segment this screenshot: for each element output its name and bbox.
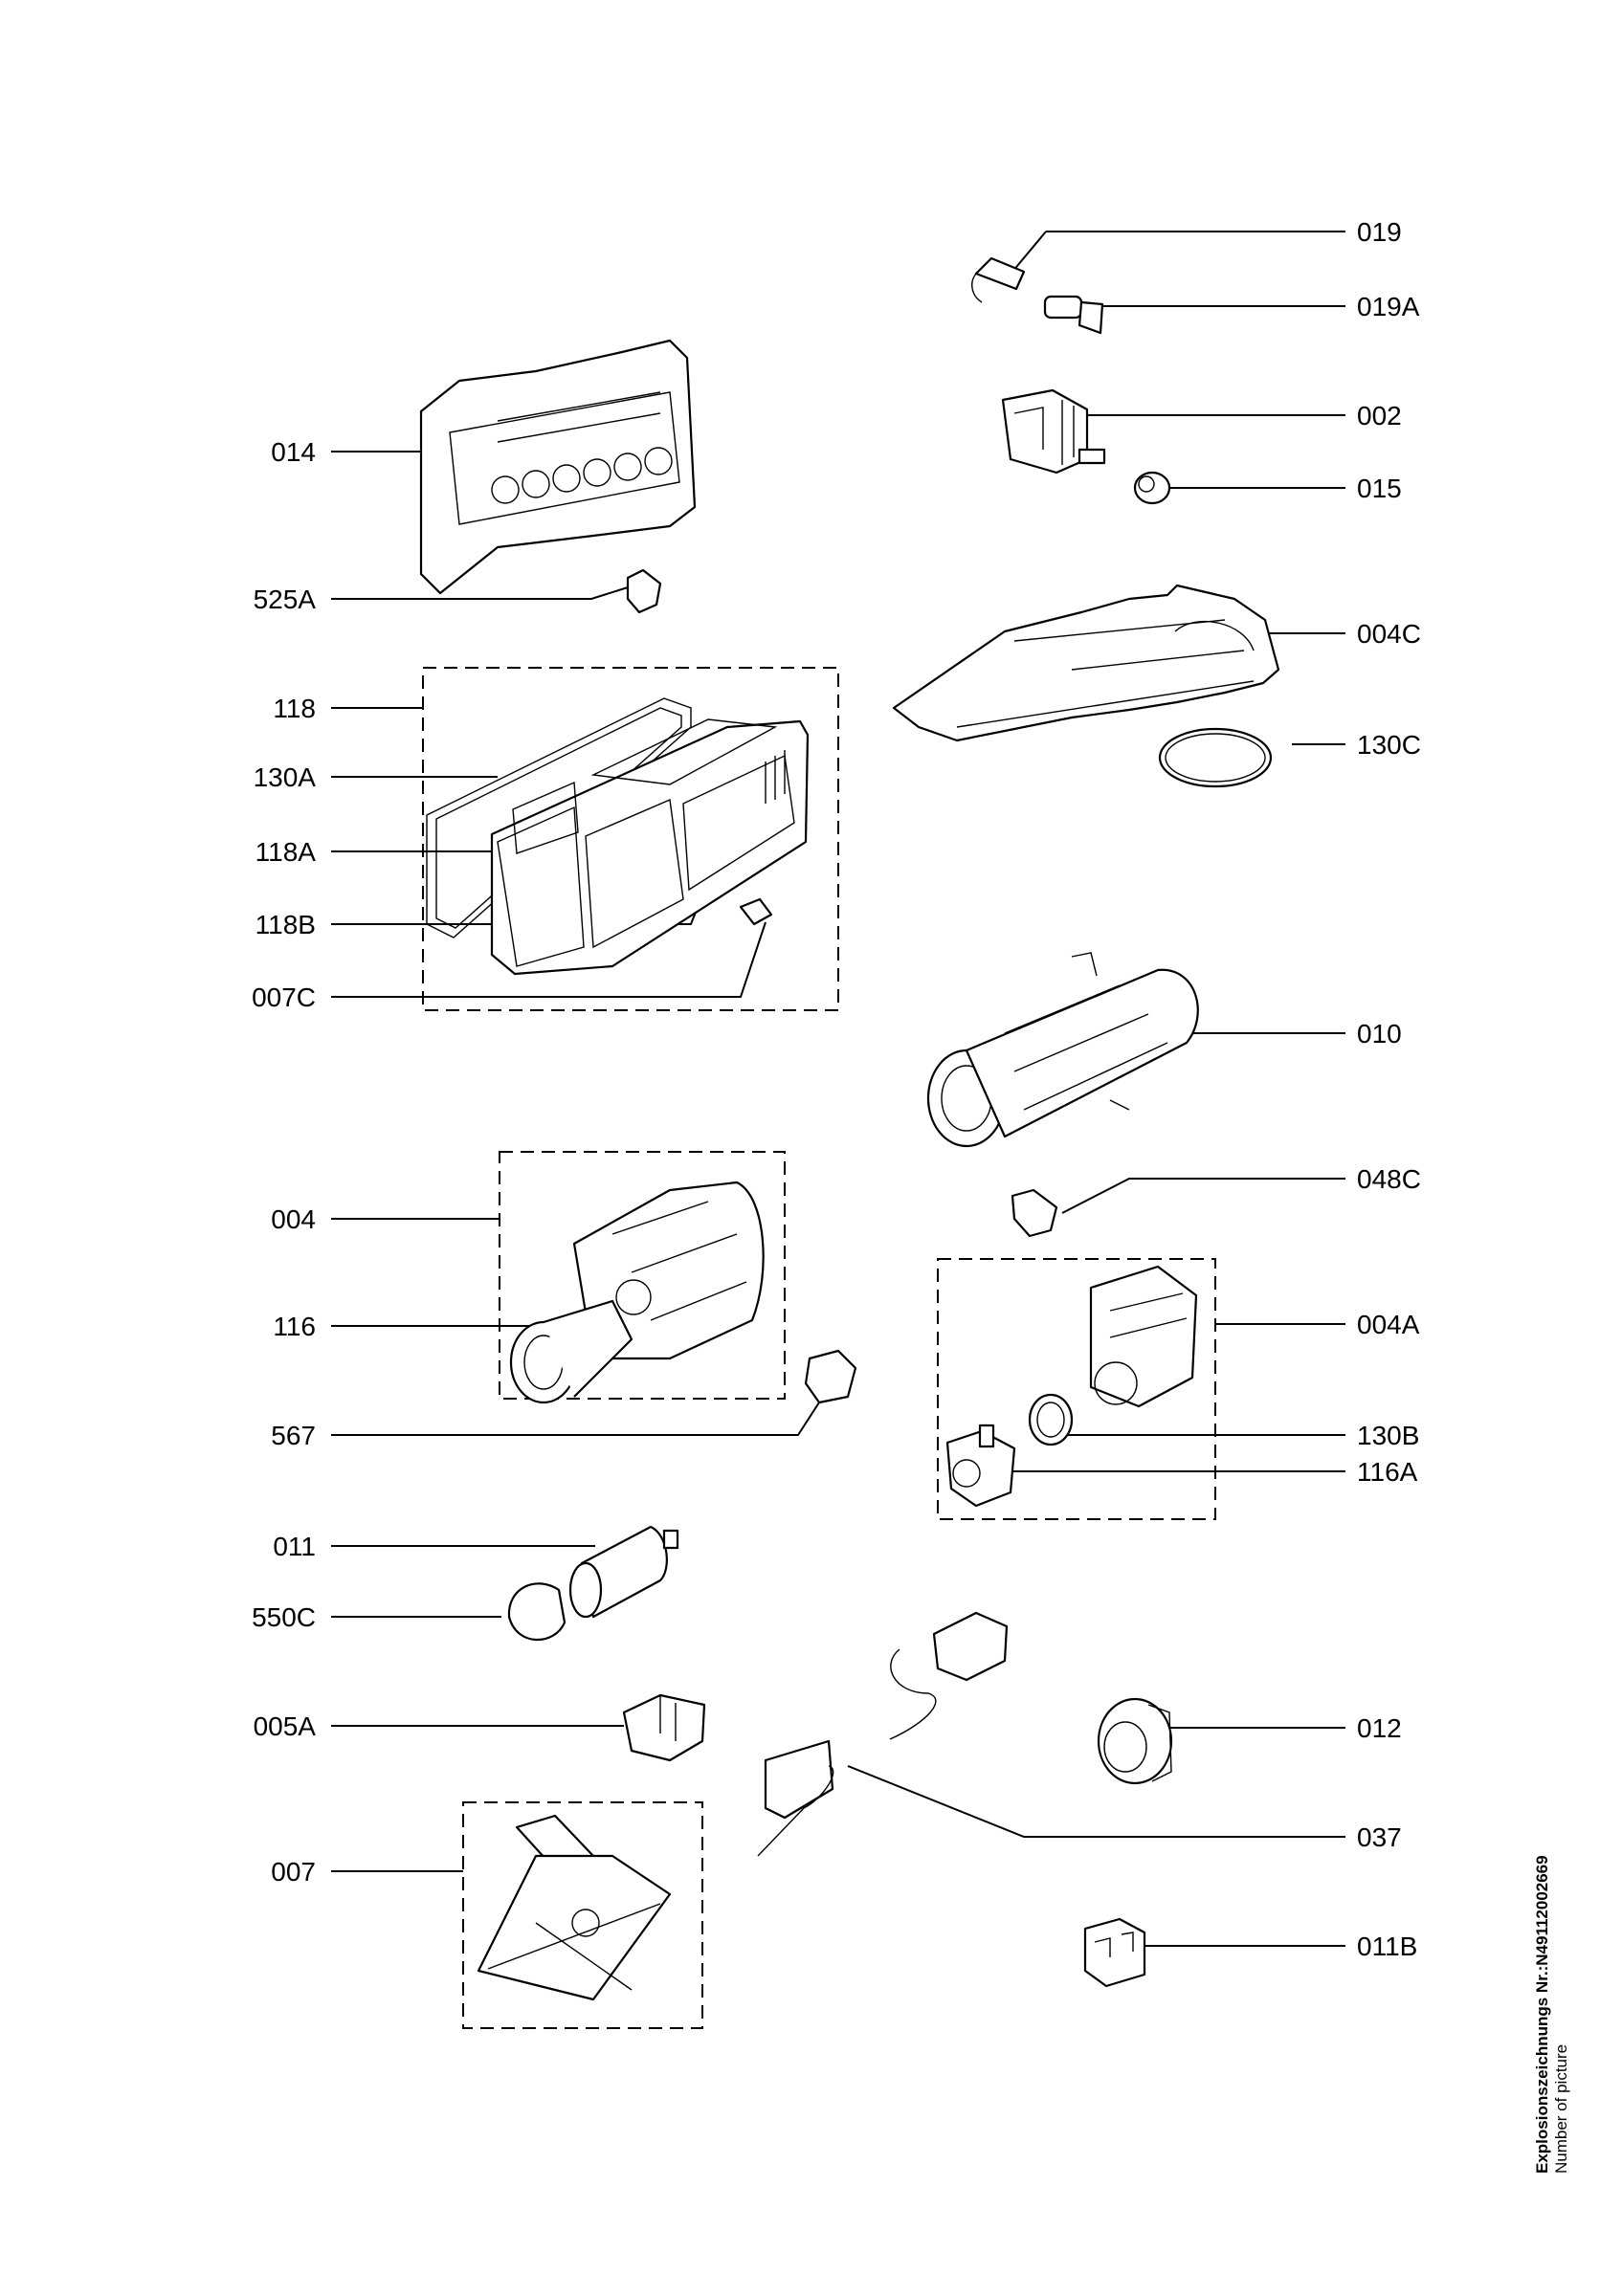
leader-567	[331, 1402, 820, 1436]
callout-550C: 550C	[252, 1602, 316, 1632]
callout-525A: 525A	[254, 585, 317, 614]
leader-007C	[331, 921, 767, 998]
part-014-electronic-module	[419, 339, 697, 595]
part-019A-connector	[1043, 295, 1104, 335]
part-010-heater	[926, 952, 1199, 1148]
part-012-knob	[1097, 1697, 1173, 1785]
callout-004A: 004A	[1357, 1310, 1420, 1339]
callout-130C: 130C	[1357, 730, 1421, 760]
callout-004: 004	[271, 1204, 316, 1234]
part-550C-cap	[507, 1582, 567, 1642]
callout-012: 012	[1357, 1713, 1402, 1743]
part-048C-sensor	[1011, 1188, 1058, 1238]
callout-116A: 116A	[1357, 1457, 1418, 1487]
callout-116: 116	[273, 1312, 316, 1341]
part-118-dispenser	[490, 718, 810, 976]
part-011-capacitor	[568, 1525, 679, 1619]
leader-037	[847, 1765, 1345, 1838]
part-130C-gasket	[1158, 727, 1273, 788]
part-567-clip	[804, 1349, 857, 1404]
part-004A-drain-pump	[1089, 1265, 1198, 1408]
leader-019-slant	[1011, 231, 1047, 273]
part-525A-clip	[626, 568, 662, 614]
callout-007C: 007C	[252, 982, 316, 1012]
callout-019A: 019A	[1357, 292, 1420, 321]
callout-118B: 118B	[256, 910, 316, 939]
part-130B-oring	[1028, 1393, 1074, 1446]
part-019-clip	[971, 256, 1026, 303]
part-116A-valve	[945, 1424, 1016, 1508]
part-011B-relay	[1083, 1917, 1146, 1988]
part-004C-cover	[892, 584, 1280, 742]
callout-011B: 011B	[1357, 1932, 1417, 1961]
callout-011: 011	[273, 1532, 316, 1561]
part-015-cap	[1133, 471, 1171, 505]
leader-525A	[331, 586, 629, 600]
drawing-number: Explosionszeichnungs Nr.:N4911200266​9	[1533, 1855, 1551, 2174]
callout-037: 037	[1357, 1822, 1402, 1852]
part-007-spray-arm	[477, 1814, 672, 2001]
part-002-door-switch	[1001, 388, 1106, 475]
leader-048C	[1061, 1178, 1345, 1214]
group-box-circulation-pump	[499, 1151, 786, 1400]
picture-caption: Number of picture	[1552, 2043, 1570, 2174]
callout-019: 019	[1357, 217, 1402, 247]
callout-014: 014	[271, 437, 316, 467]
callout-048C: 048C	[1357, 1164, 1421, 1194]
callout-015: 015	[1357, 474, 1402, 503]
callout-010: 010	[1357, 1019, 1402, 1049]
callout-004C: 004C	[1357, 619, 1421, 649]
callout-130A: 130A	[254, 762, 317, 792]
callout-002: 002	[1357, 401, 1402, 430]
part-007C-latch	[739, 897, 773, 926]
group-box-drain-pump	[937, 1258, 1216, 1520]
part-037-cable	[757, 1611, 1009, 1857]
callout-005A: 005A	[254, 1711, 317, 1741]
callout-130B: 130B	[1357, 1421, 1419, 1450]
callout-118: 118	[273, 694, 316, 723]
callout-007: 007	[271, 1857, 316, 1887]
callout-118A: 118A	[256, 837, 317, 867]
part-005A-valve	[622, 1693, 706, 1762]
part-004-circulation-pump	[509, 1181, 765, 1404]
callout-567: 567	[271, 1421, 316, 1450]
